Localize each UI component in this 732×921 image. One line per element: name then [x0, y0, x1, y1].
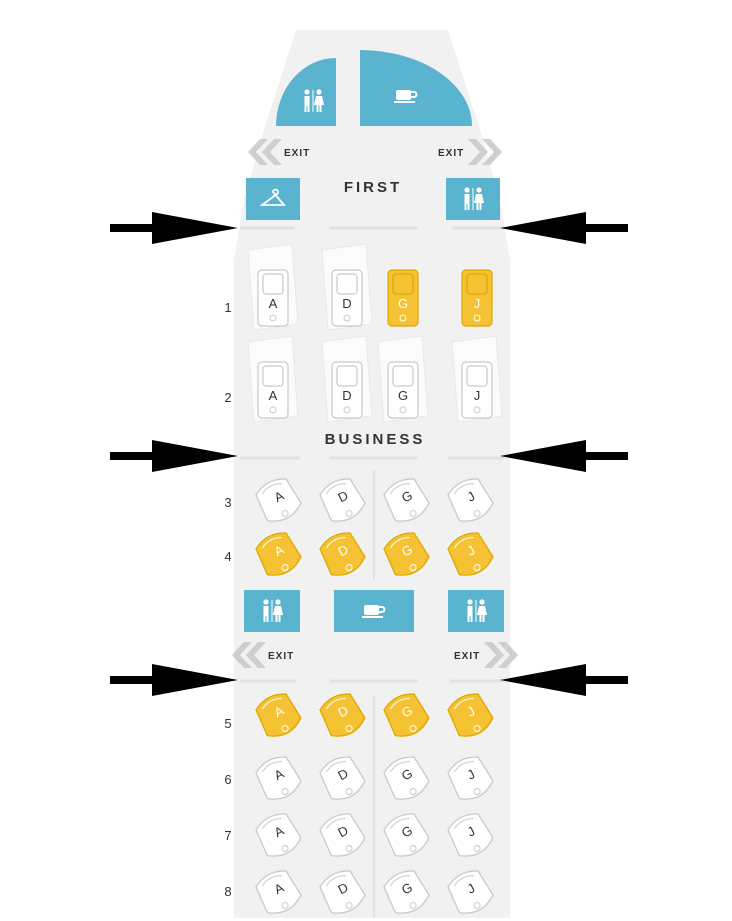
pointer-arrow-right-icon [110, 212, 238, 244]
exit-right-chevron-icon [484, 642, 518, 668]
coffee-cup-icon [362, 605, 386, 618]
restroom-icon [464, 187, 484, 210]
seat-7A[interactable]: A [252, 810, 306, 864]
seat-8D[interactable]: D [316, 867, 370, 921]
restroom-icon [467, 599, 487, 622]
closet[interactable] [246, 178, 300, 220]
seat-letter: D [342, 296, 352, 311]
mid-lavatory-left[interactable] [244, 590, 300, 632]
seat-7J[interactable]: J [444, 810, 498, 864]
exit-label-front-left: EXIT [284, 148, 311, 159]
seat-1G: G [376, 244, 430, 336]
seat-7G[interactable]: G [380, 810, 434, 864]
seat-5A: A [252, 690, 306, 744]
seat-4D: D [316, 529, 370, 583]
seat-4A: A [252, 529, 306, 583]
exit-right-chevron-icon [468, 139, 502, 165]
seat-letter: G [397, 296, 409, 311]
seat-4J: J [444, 529, 498, 583]
cabin-label-business: BUSINESS [324, 431, 426, 448]
seat-letter: J [473, 388, 481, 403]
exit-left-chevron-icon [248, 139, 282, 165]
seat-8G[interactable]: G [380, 867, 434, 921]
row-number: 2 [224, 390, 232, 405]
pointer-arrow-left-icon [500, 212, 628, 244]
seat-8J[interactable]: J [444, 867, 498, 921]
seat-6A[interactable]: A [252, 753, 306, 807]
seat-2A[interactable]: A [246, 336, 300, 428]
row-number: 3 [224, 495, 232, 510]
seat-2G[interactable]: G [376, 336, 430, 428]
seat-1A[interactable]: A [246, 244, 300, 336]
pointer-arrow-right-icon [110, 440, 238, 472]
seat-3G[interactable]: G [380, 475, 434, 529]
first-lavatory[interactable] [446, 178, 500, 220]
seat-letter: A [268, 296, 278, 311]
seat-letter: A [268, 388, 278, 403]
seat-6G[interactable]: G [380, 753, 434, 807]
row-number: 5 [224, 716, 232, 731]
pointer-arrow-right-icon [110, 664, 238, 696]
exit-label-mid-left: EXIT [268, 651, 295, 662]
row-number: 1 [224, 300, 232, 315]
seat-5G: G [380, 690, 434, 744]
coffee-cup-icon [394, 90, 418, 103]
seat-letter: G [397, 388, 409, 403]
restroom-icon [304, 89, 324, 112]
mid-lavatory-right[interactable] [448, 590, 504, 632]
seat-2J[interactable]: J [450, 336, 504, 428]
seat-6D[interactable]: D [316, 753, 370, 807]
mid-galley[interactable] [334, 590, 414, 632]
seat-3A[interactable]: A [252, 475, 306, 529]
hanger-icon [260, 188, 286, 206]
seat-5D: D [316, 690, 370, 744]
seat-5J: J [444, 690, 498, 744]
cabin-label-first: FIRST [343, 179, 403, 196]
seat-7D[interactable]: D [316, 810, 370, 864]
seat-3D[interactable]: D [316, 475, 370, 529]
seat-2D[interactable]: D [320, 336, 374, 428]
seat-6J[interactable]: J [444, 753, 498, 807]
seat-1D[interactable]: D [320, 244, 374, 336]
pointer-arrow-left-icon [500, 664, 628, 696]
exit-left-chevron-icon [232, 642, 266, 668]
restroom-icon [263, 599, 283, 622]
seat-1J: J [450, 244, 504, 336]
pointer-arrow-left-icon [500, 440, 628, 472]
seat-letter: D [342, 388, 352, 403]
row-number: 8 [224, 884, 232, 899]
seat-8A[interactable]: A [252, 867, 306, 921]
seat-4G: G [380, 529, 434, 583]
exit-label-front-right: EXIT [438, 148, 465, 159]
exit-label-mid-right: EXIT [454, 651, 481, 662]
row-number: 6 [224, 772, 232, 787]
seat-letter: J [473, 296, 481, 311]
row-number: 7 [224, 828, 232, 843]
row-number: 4 [224, 549, 232, 564]
seat-3J[interactable]: J [444, 475, 498, 529]
